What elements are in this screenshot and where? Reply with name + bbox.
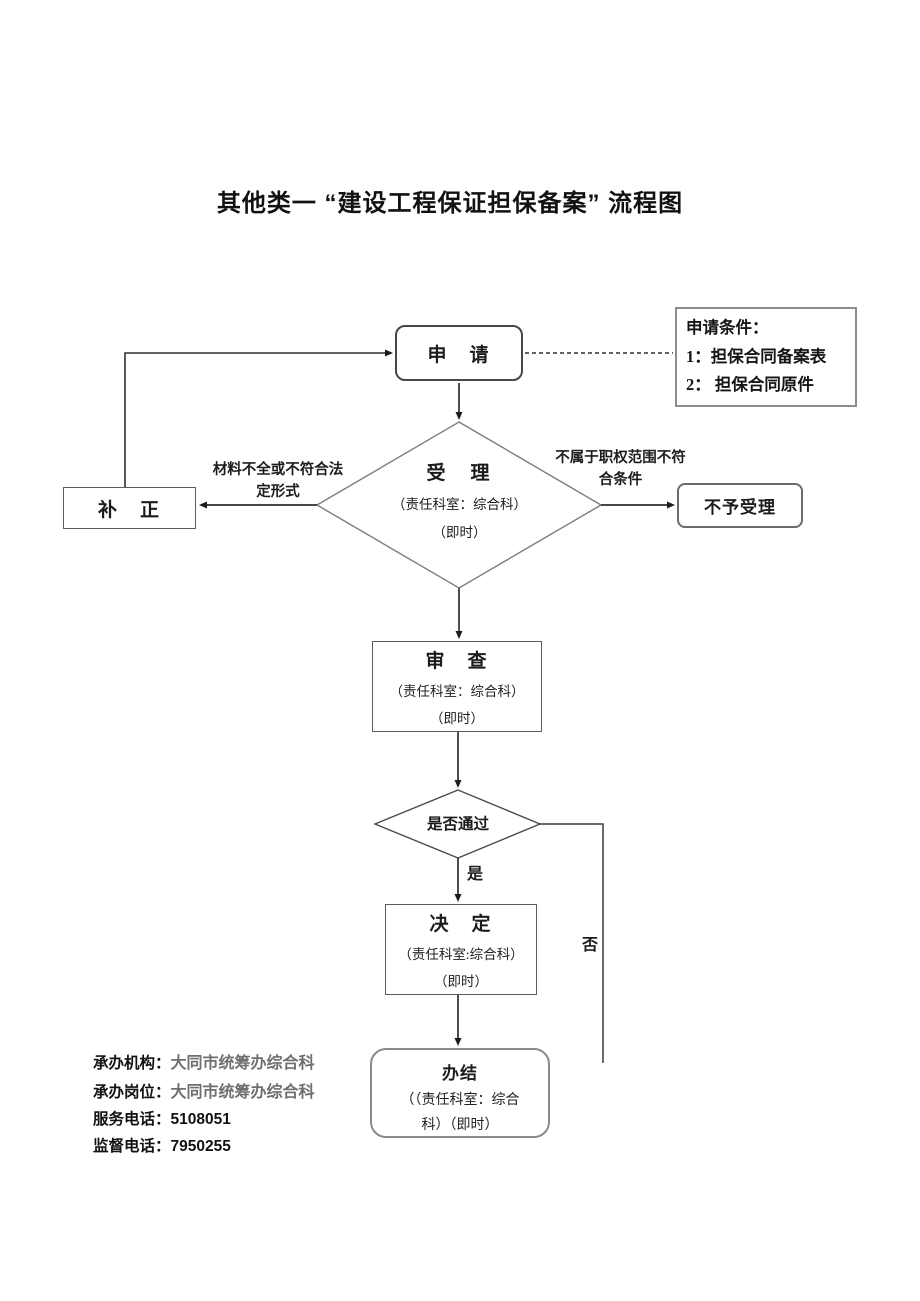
complete-node: 办结 （（责任科室：综合 科）（即时） [370,1048,550,1138]
edge-label-out-of-scope-line2: 合条件 [598,472,643,489]
correction-node: 补 正 [63,487,196,529]
complete-dept-line: （（责任科室：综合 [400,1093,520,1108]
decision-dept: （责任科室:综合科） [398,947,524,962]
pass-check-diamond: 是否通过 [383,812,533,834]
footer-row-supervise-phone: 监督电话： 7950255 [93,1134,373,1156]
review-time: （即时） [430,711,484,726]
footer-row-service-phone: 服务电话： 5108051 [93,1107,373,1129]
footer-row-post: 承办岗位： 大同市统筹办综合科 [93,1078,373,1102]
accept-diamond: 受 理 （责任科室：综合科） （即时） [357,458,562,541]
decision-time: （即时） [434,974,488,989]
conditions-item-2: 2： 担保合同原件 [686,375,814,395]
edge-label-no: 否 [581,937,598,954]
edge-pass-no-branch [540,823,604,1063]
edge-label-incomplete-materials: 材料不全或不符合法 定形式 [192,459,364,504]
pass-check-label: 是否通过 [426,816,489,833]
edge-label-out-of-scope-line1: 不属于职权范围不符 [555,450,686,466]
accept-time: （即时） [432,525,487,540]
complete-time-line: 科）（即时） [421,1118,499,1133]
agency-value: 大同市统筹办综合科 [170,1055,315,1072]
edge-label-incomplete-line2: 定形式 [256,484,300,501]
edge-label-yes: 是 [466,866,483,883]
review-label: 审 查 [425,651,489,672]
footer-row-agency: 承办机构： 大同市统筹办综合科 [93,1049,373,1073]
accept-label: 受 理 [426,463,493,484]
decision-label: 决 定 [429,914,493,935]
edge-correction-to-apply [124,349,393,487]
page-title: 其他类一 “建设工程保证担保备案” 流程图 [216,190,684,217]
decision-node: 决 定 （责任科室:综合科） （即时） [385,904,537,995]
service-phone-label: 服务电话： [93,1111,171,1128]
reject-node: 不予受理 [677,483,803,528]
complete-label: 办结 [442,1064,478,1083]
conditions-item-1: 1：担保合同备案表 [686,346,827,366]
apply-node: 申 请 [395,325,523,381]
service-phone-value: 5108051 [170,1111,231,1128]
conditions-note: 申请条件： 1：担保合同备案表 2： 担保合同原件 [675,307,857,407]
edge-label-incomplete-line1: 材料不全或不符合法 [212,462,344,478]
agency-label: 承办机构： [93,1055,171,1072]
apply-label: 申 请 [427,344,491,366]
post-label: 承办岗位： [93,1084,171,1101]
correction-label: 补 正 [97,499,161,521]
review-dept: （责任科室：综合科） [389,684,525,699]
edge-label-out-of-scope: 不属于职权范围不符 合条件 [538,447,703,492]
supervise-phone-label: 监督电话： [93,1138,171,1155]
accept-dept: （责任科室：综合科） [392,497,527,512]
post-value: 大同市统筹办综合科 [170,1084,315,1101]
contact-info-block: 承办机构： 大同市统筹办综合科 承办岗位： 大同市统筹办综合科 服务电话： 51… [93,1049,373,1161]
supervise-phone-value: 7950255 [170,1138,231,1155]
conditions-title: 申请条件： [686,317,769,337]
reject-label: 不予受理 [704,498,776,517]
review-node: 审 查 （责任科室：综合科） （即时） [372,641,542,732]
